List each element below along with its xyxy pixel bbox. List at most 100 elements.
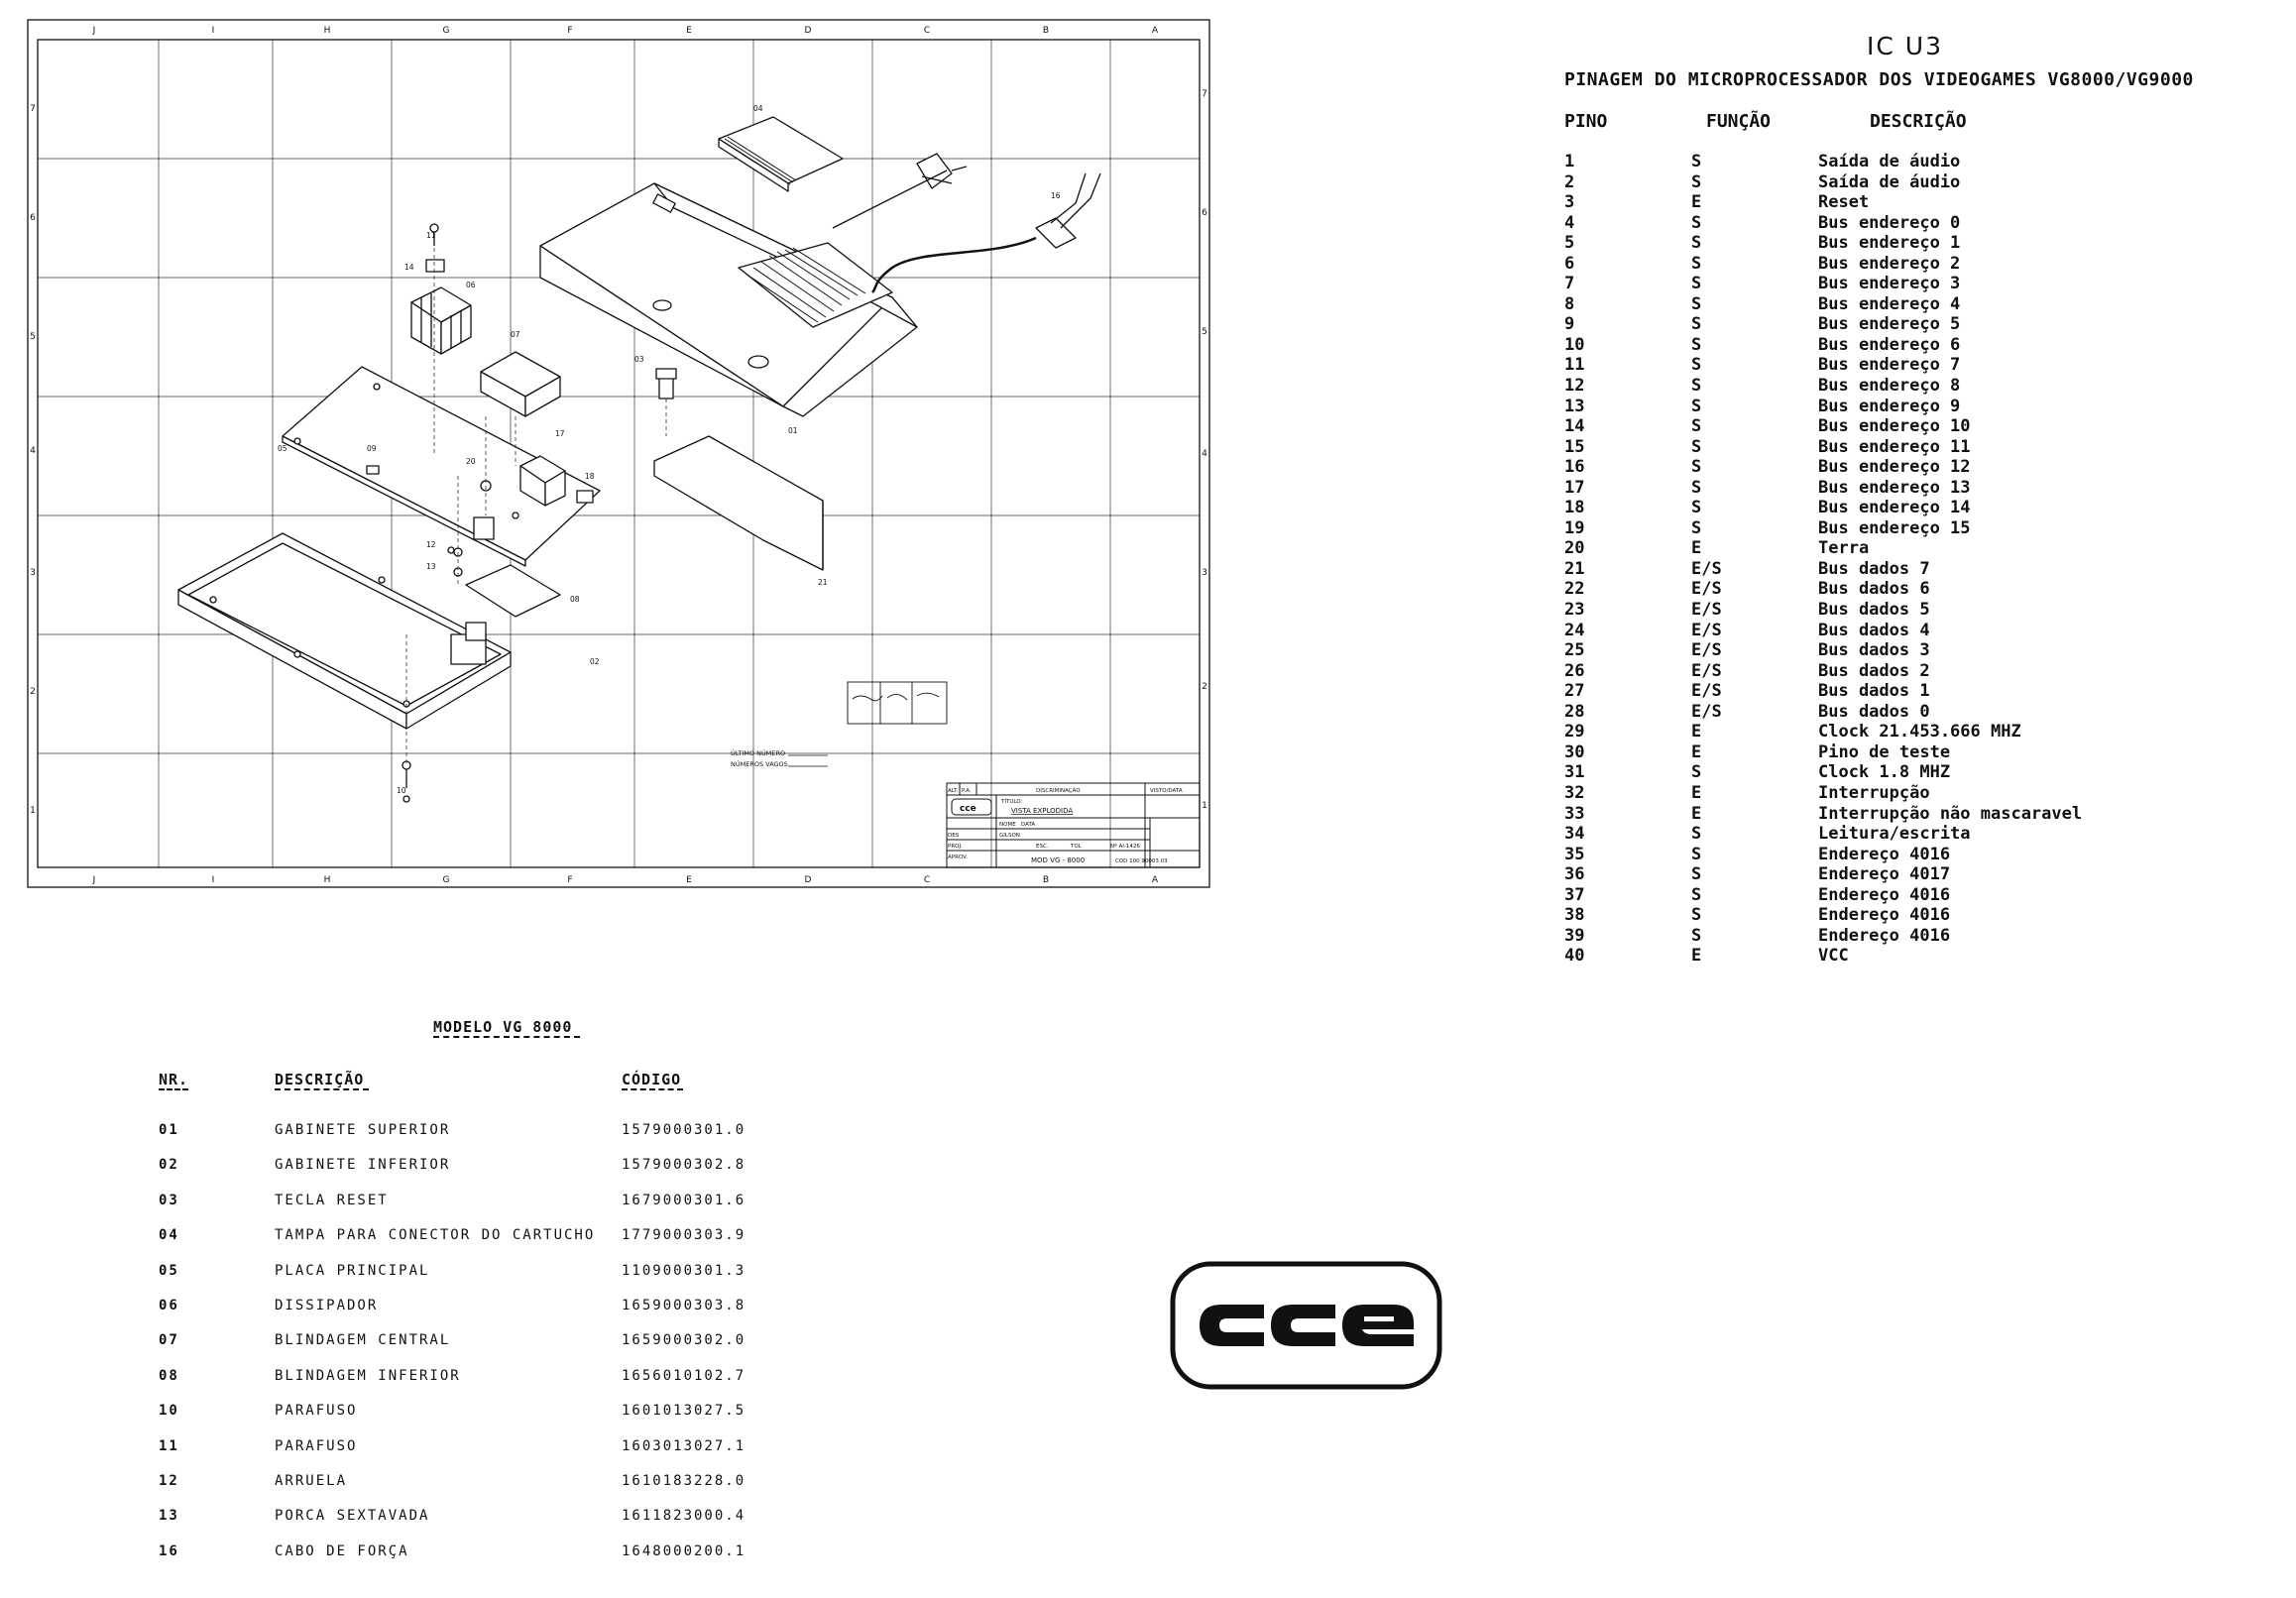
part-description: CABO DE FORÇA [275, 1542, 409, 1559]
pin-description: Bus endereço 12 [1818, 457, 1971, 478]
row-number: 2 [1202, 682, 1207, 692]
pin-function: S [1691, 824, 1702, 845]
tb-data: DATA [1021, 822, 1035, 828]
col-letter: C [924, 875, 930, 885]
pin-number: 9 [1564, 314, 1575, 335]
part-code: 1603013027.1 [622, 1437, 746, 1454]
col-letter: E [686, 875, 692, 885]
callout-06: 06 [466, 281, 476, 289]
pin-number: 11 [1564, 355, 1585, 376]
pin-description: Bus dados 0 [1818, 701, 1930, 722]
col-letter: C [924, 26, 930, 36]
pin-number: 29 [1564, 722, 1585, 742]
pin-description: Bus endereço 8 [1818, 376, 1961, 397]
pin-function: S [1691, 253, 1702, 274]
assembly-lines [405, 248, 667, 763]
pin-number: 16 [1564, 457, 1585, 478]
pin-description: Bus endereço 3 [1818, 274, 1961, 294]
row-number: 3 [30, 568, 36, 578]
pin-description: Interrupção não mascaravel [1818, 803, 2083, 824]
pin-number: 32 [1564, 782, 1585, 803]
part-description: ARRUELA [275, 1472, 348, 1489]
part-code: 1579000302.8 [622, 1157, 746, 1174]
part-number: 06 [159, 1297, 179, 1313]
part-code: 1610183228.0 [622, 1472, 746, 1489]
pin-function: E [1691, 803, 1702, 824]
title-block [946, 782, 1201, 868]
pin-number: 4 [1564, 212, 1575, 233]
part-code: 1579000301.0 [622, 1122, 746, 1138]
pin-function: S [1691, 314, 1702, 335]
pin-number: 24 [1564, 620, 1585, 640]
funcao-column-header: FUNÇÃO [1706, 111, 1772, 132]
clip-part [425, 259, 445, 273]
pin-description: Bus endereço 4 [1818, 293, 1961, 314]
part-description: PLACA PRINCIPAL [275, 1262, 430, 1279]
col-letter: E [686, 26, 692, 36]
pin-number: 36 [1564, 864, 1585, 885]
pin-description: Terra [1818, 538, 1870, 559]
inner-frame [37, 39, 1201, 868]
col-letter: B [1043, 26, 1049, 36]
pin-function: S [1691, 905, 1702, 926]
tb-ai: Nº AI-1426 [1110, 843, 1140, 850]
pin-number: 20 [1564, 538, 1585, 559]
callout-01: 01 [788, 426, 798, 435]
tb-vista: VISTA EXPLODIDA [1011, 807, 1073, 815]
pin-description: Endereço 4016 [1818, 925, 1951, 946]
tb-cod: COD 100.90003.03 [1115, 858, 1168, 864]
pin-function: E/S [1691, 600, 1722, 621]
callout-09: 09 [367, 444, 377, 453]
codigo-underline [622, 1088, 683, 1090]
part-code: 1656010102.7 [622, 1367, 746, 1384]
col-letter: A [1152, 875, 1159, 885]
tb-brand: cce [960, 804, 976, 814]
part-code: 1601013027.5 [622, 1403, 746, 1420]
part-description: PARAFUSO [275, 1403, 358, 1420]
part-number: 16 [159, 1542, 179, 1559]
row-number: 3 [1202, 568, 1207, 578]
central-shield-part [480, 351, 561, 417]
descricao-column-header: DESCRIÇÃO [275, 1071, 365, 1088]
col-letter: B [1043, 875, 1049, 885]
pin-description: Bus endereço 2 [1818, 253, 1961, 274]
part-code: 1659000302.0 [622, 1332, 746, 1349]
tb-proj: PROJ. [948, 844, 963, 850]
pin-function: E/S [1691, 558, 1722, 579]
pin-number: 13 [1564, 396, 1585, 416]
pin-number: 28 [1564, 701, 1585, 722]
grid [38, 40, 1200, 867]
pin-description: Endereço 4016 [1818, 905, 1951, 926]
pin-description: Bus endereço 15 [1818, 517, 1971, 538]
callout-11: 11 [426, 231, 436, 240]
callout-05: 05 [278, 444, 287, 453]
screw-part [402, 223, 439, 803]
part-code: 1779000303.9 [622, 1227, 746, 1244]
pin-function: S [1691, 212, 1702, 233]
pin-description: Endereço 4016 [1818, 884, 1951, 905]
part-number: 01 [159, 1122, 179, 1138]
standoff-part [473, 516, 495, 540]
part-code: 1679000301.6 [622, 1192, 746, 1208]
pin-description: Bus endereço 7 [1818, 355, 1961, 376]
row-number: 4 [30, 446, 36, 456]
pin-number: 6 [1564, 253, 1575, 274]
pinout-title: IC U3 [1867, 32, 1943, 60]
